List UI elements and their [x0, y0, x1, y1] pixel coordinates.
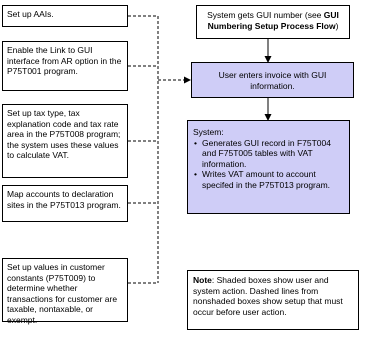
gui-number-suffix: ) — [335, 20, 339, 31]
step-gui-link-text: Enable the Link to GUI interface from AR… — [7, 45, 122, 76]
step-aais: Set up AAIs. — [2, 5, 128, 27]
system-title: System: — [193, 127, 224, 137]
step-tax-type: Set up tax type, tax explanation code an… — [2, 104, 128, 178]
system-bullet: Generates GUI record in F75T004 and F75T… — [194, 138, 344, 170]
gui-number-prefix: System gets GUI number (see — [207, 10, 324, 20]
gui-number-flow-link[interactable]: GUI Numbering Setup Process Flow — [207, 10, 339, 31]
system-bullet: Writes VAT amount to account specifed in… — [194, 169, 344, 190]
step-customer-constants-text: Set up values in customer constants (P75… — [7, 262, 118, 325]
step-tax-type-text: Set up tax type, tax explanation code an… — [7, 108, 121, 160]
user-enters-invoice-box: User enters invoice with GUI information… — [191, 62, 354, 98]
step-declaration-sites-text: Map accounts to declaration sites in the… — [7, 189, 121, 210]
step-gui-link: Enable the Link to GUI interface from AR… — [2, 41, 128, 91]
gui-number-box: System gets GUI number (see GUI Numberin… — [196, 5, 350, 39]
step-declaration-sites: Map accounts to declaration sites in the… — [2, 185, 128, 222]
note-label: Note — [193, 275, 212, 285]
step-aais-text: Set up AAIs. — [7, 9, 54, 19]
step-customer-constants: Set up values in customer constants (P75… — [2, 258, 128, 325]
user-enters-invoice-text: User enters invoice with GUI information… — [218, 70, 327, 91]
system-bullet-list: Generates GUI record in F75T004 and F75T… — [193, 138, 344, 191]
note-text: : Shaded boxes show user and system acti… — [193, 275, 343, 317]
system-actions-box: System: Generates GUI record in F75T004 … — [187, 120, 350, 214]
note-box: Note: Shaded boxes show user and system … — [187, 270, 359, 330]
